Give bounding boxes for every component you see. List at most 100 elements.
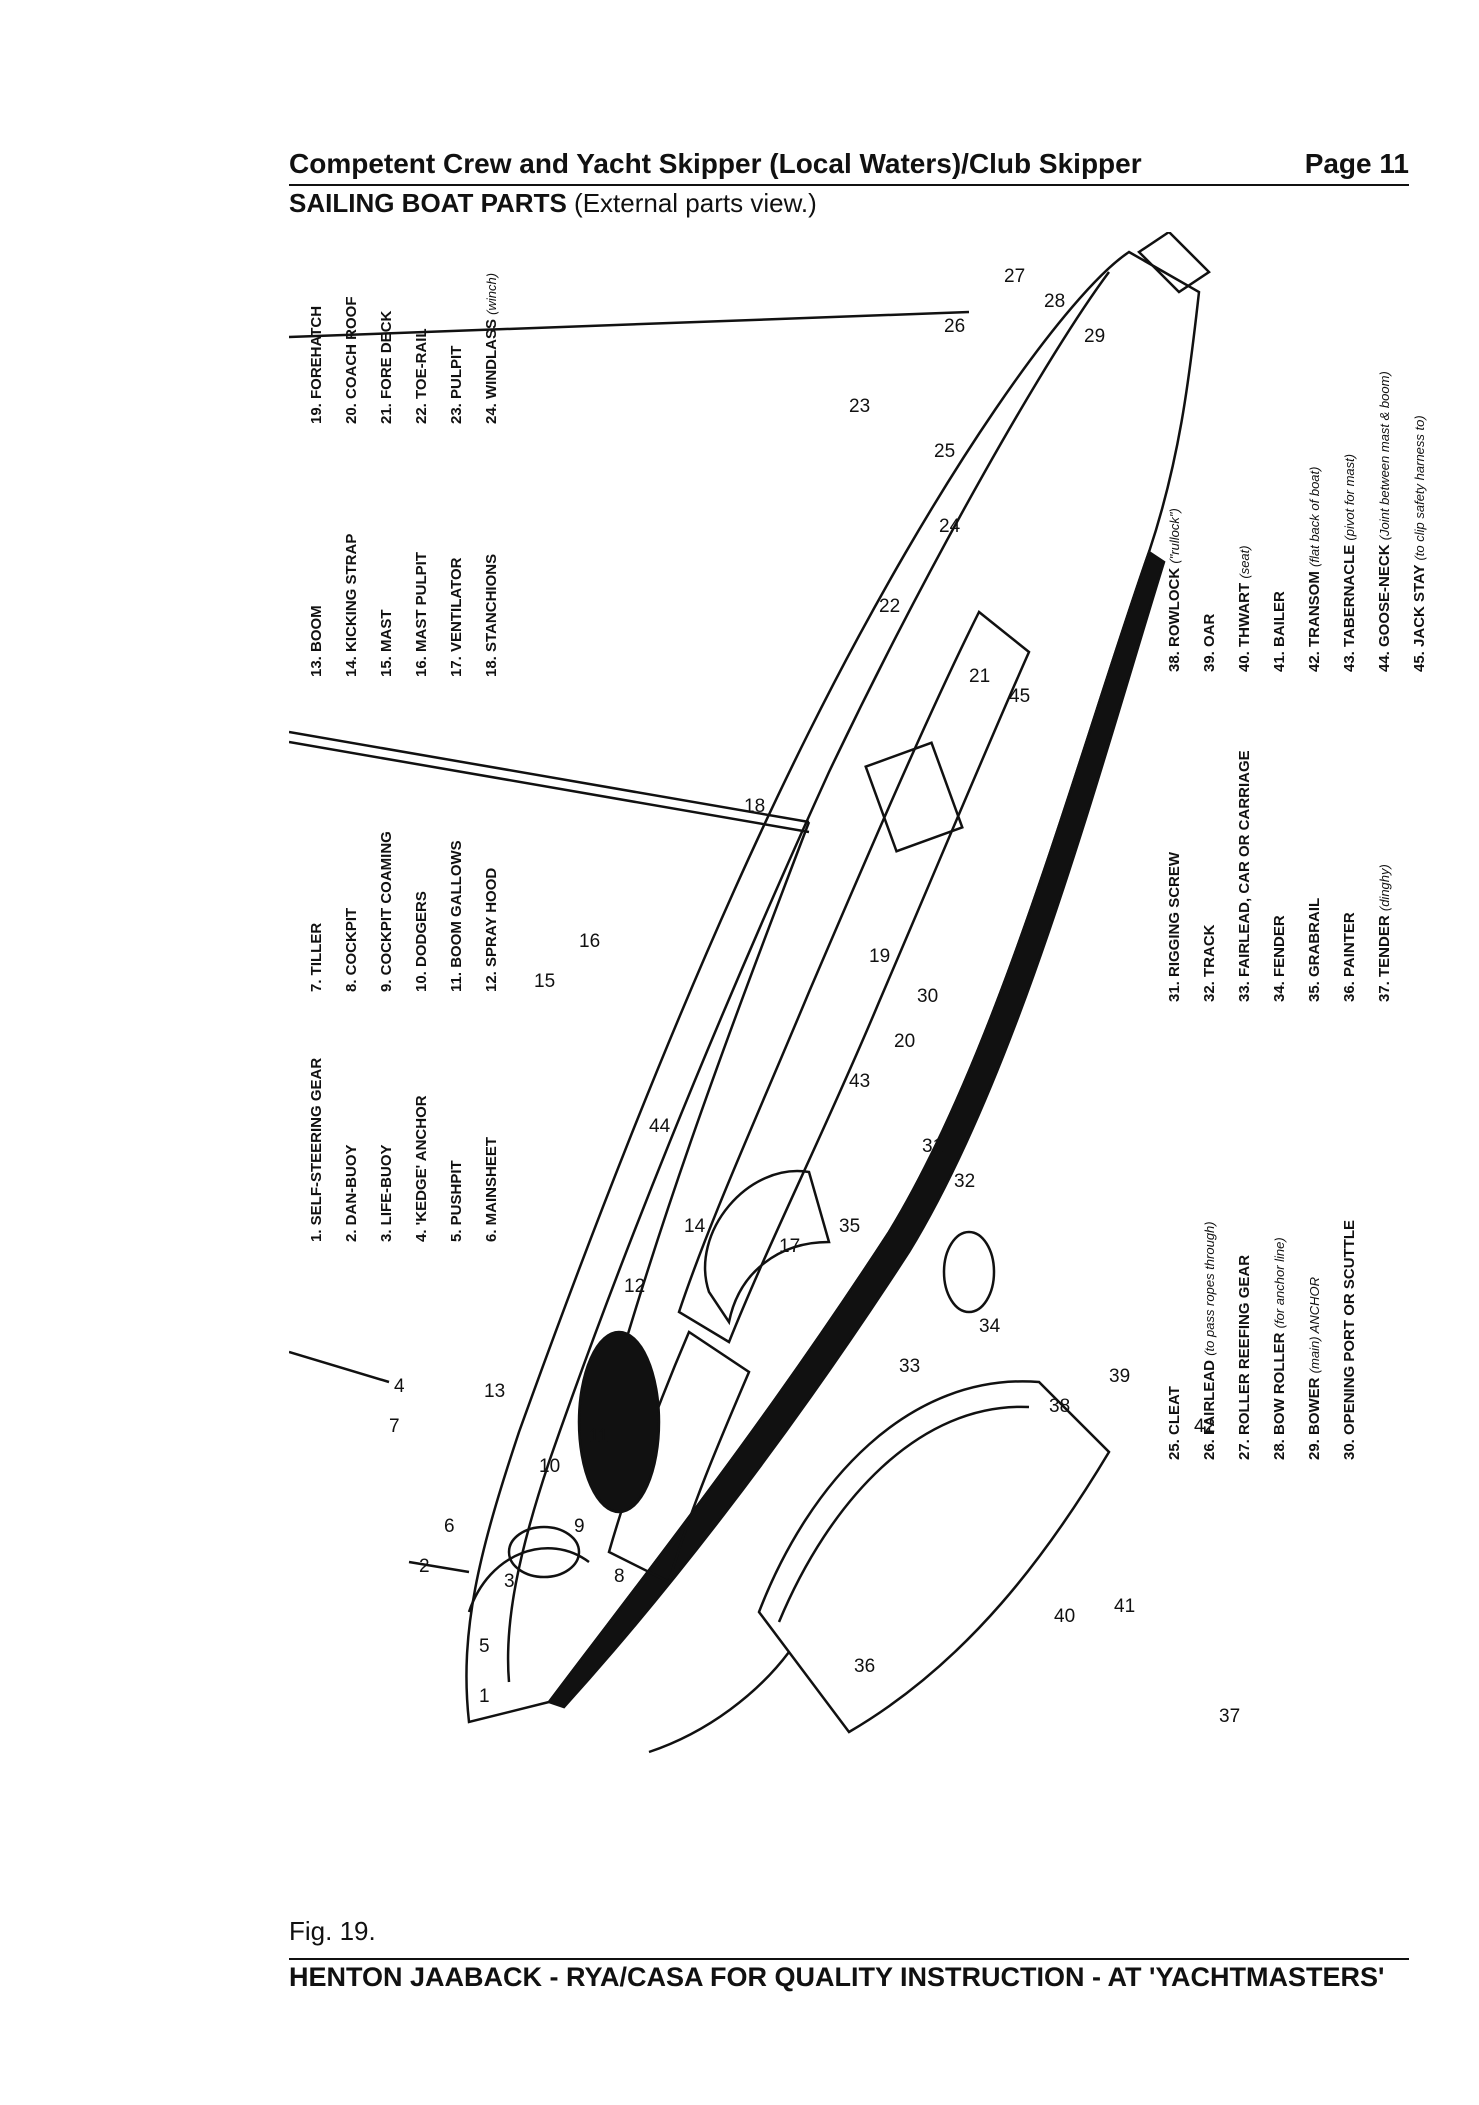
crew-person (577, 1330, 661, 1514)
callout-33: 33 (899, 1356, 920, 1377)
document-footer: HENTON JAABACK - RYA/CASA FOR QUALITY IN… (289, 1962, 1385, 1992)
legend-item: 16. MAST PULPIT (413, 551, 430, 677)
legend-item: 37. TENDER (dinghy) (1376, 864, 1393, 1002)
legend-item: 10. DODGERS (413, 891, 430, 992)
legend-item: 24. WINDLASS (winch) (483, 272, 500, 424)
callout-44: 44 (649, 1116, 671, 1137)
legend-item: 25. CLEAT (1166, 1386, 1183, 1460)
figure-caption: Fig. 19. (289, 1916, 376, 1946)
legend-item: 39. OAR (1201, 613, 1218, 672)
callout-14: 14 (684, 1216, 706, 1237)
page-number: Page 11 (1304, 148, 1409, 179)
legend-item: 15. MAST (378, 609, 395, 677)
legend-group-3: 13. BOOM 14. KICKING STRAP 15. MAST 16. … (299, 534, 509, 677)
callout-21: 21 (969, 666, 990, 687)
legend-item: 22. TOE-RAIL (413, 328, 430, 424)
callout-2: 2 (419, 1556, 430, 1577)
callout-30: 30 (917, 986, 938, 1007)
legend-group-1: 1. SELF-STEERING GEAR 2. DAN-BUOY 3. LIF… (299, 1058, 509, 1242)
legend-group-4: 19. FOREHATCH 20. COACH ROOF 21. FORE DE… (299, 273, 509, 424)
life-buoy (507, 1525, 581, 1579)
callout-9: 9 (574, 1516, 585, 1537)
callout-6: 6 (444, 1516, 455, 1537)
callout-34: 34 (979, 1316, 1001, 1337)
mast (289, 730, 810, 824)
callout-42: 42 (1194, 1416, 1215, 1437)
callout-1: 1 (479, 1686, 490, 1707)
forehatch (864, 741, 964, 853)
legend-item: 19. FOREHATCH (308, 305, 325, 424)
legend-item: 8. COCKPIT (343, 907, 360, 992)
header-title: Competent Crew and Yacht Skipper (Local … (289, 148, 1142, 179)
legend-item: 32. TRACK (1201, 924, 1218, 1002)
callout-39: 39 (1109, 1366, 1130, 1387)
legend-item: 17. VENTILATOR (448, 557, 465, 677)
callout-35: 35 (839, 1216, 860, 1237)
legend-item: 11. BOOM GALLOWS (448, 840, 465, 992)
legend-item: 33. FAIRLEAD, CAR OR CARRIAGE (1236, 750, 1253, 1002)
legend-group-6: 31. RIGGING SCREW 32. TRACK 33. FAIRLEAD… (1157, 750, 1402, 1002)
callout-27: 27 (1004, 266, 1025, 287)
callout-4: 4 (394, 1376, 405, 1397)
callout-31: 31 (922, 1136, 943, 1157)
callout-43: 43 (849, 1071, 870, 1092)
callout-38: 38 (1049, 1396, 1070, 1417)
callout-7: 7 (389, 1416, 400, 1437)
boat-illustration: 1 2 3 4 5 6 7 8 9 10 11 12 13 14 15 16 1… (289, 232, 1240, 1754)
callout-22: 22 (879, 596, 900, 617)
legend-item: 14. KICKING STRAP (343, 533, 360, 677)
painter-line (648, 1651, 790, 1754)
legend-item: 38. ROWLOCK ("rullock") (1166, 508, 1183, 672)
yacht-hull-outline (465, 250, 1201, 1724)
callout-5: 5 (479, 1636, 490, 1657)
legend-item: 45. JACK STAY (to clip safety harness to… (1411, 415, 1428, 672)
callout-25: 25 (934, 441, 955, 462)
footer-rule (289, 1958, 1409, 1960)
callout-11: 11 (589, 1426, 609, 1447)
legend-item: 6. MAINSHEET (483, 1136, 500, 1242)
legend-item: 27. ROLLER REEFING GEAR (1236, 1254, 1253, 1460)
spray-hood (703, 1169, 831, 1326)
callout-29: 29 (1084, 326, 1105, 347)
callout-3: 3 (504, 1571, 515, 1592)
header-rule (289, 184, 1409, 186)
deck-line (506, 271, 1111, 1683)
legend-item: 3. LIFE-BUOY (378, 1144, 395, 1242)
legend-item: 36. PAINTER (1341, 912, 1358, 1002)
callout-17: 17 (779, 1236, 800, 1257)
callout-10: 10 (539, 1456, 560, 1477)
callout-37: 37 (1219, 1706, 1240, 1727)
tender-dinghy (757, 1380, 1111, 1734)
callout-18: 18 (744, 796, 765, 817)
fender (942, 1230, 996, 1314)
legend-item: 7. TILLER (308, 922, 325, 992)
legend-item: 41. BAILER (1271, 591, 1288, 672)
legend-item: 44. GOOSE-NECK (Joint between mast & boo… (1376, 371, 1393, 672)
legend-item: 29. BOWER (main) ANCHOR (1306, 1277, 1323, 1460)
legend-item: 34. FENDER (1271, 915, 1288, 1002)
legend-item: 42. TRANSOM (flat back of boat) (1306, 466, 1323, 672)
legend-item: 1. SELF-STEERING GEAR (308, 1057, 325, 1242)
legend-item: 31. RIGGING SCREW (1166, 851, 1183, 1002)
legend-item: 35. GRABRAIL (1306, 897, 1323, 1002)
callout-23: 23 (849, 396, 870, 417)
legend-item: 26. FAIRLEAD (to pass ropes through) (1201, 1221, 1218, 1460)
legend-item: 12. SPRAY HOOD (483, 867, 500, 992)
callout-8: 8 (614, 1566, 625, 1587)
legend-group-5: 25. CLEAT 26. FAIRLEAD (to pass ropes th… (1157, 1220, 1367, 1460)
section-title: SAILING BOAT PARTS (External parts view.… (289, 188, 817, 219)
pushpit (467, 1547, 590, 1613)
legend-group-7: 38. ROWLOCK ("rullock") 39. OAR 40. THWA… (1157, 371, 1437, 672)
legend-item: 9. COCKPIT COAMING (378, 831, 395, 992)
callout-26: 26 (944, 316, 965, 337)
legend-item: 5. PUSHPIT (448, 1160, 465, 1242)
legend-item: 40. THWART (seat) (1236, 545, 1253, 672)
callout-36: 36 (854, 1656, 875, 1677)
legend-group-2: 7. TILLER 8. COCKPIT 9. COCKPIT COAMING … (299, 831, 509, 992)
callout-13: 13 (484, 1381, 505, 1402)
legend-item: 18. STANCHIONS (483, 553, 500, 677)
legend-item: 23. PULPIT (448, 345, 465, 424)
legend-item: 4. 'KEDGE' ANCHOR (413, 1095, 430, 1242)
section-title-rest: (External parts view.) (574, 188, 817, 218)
legend-item: 43. TABERNACLE (pivot for mast) (1341, 453, 1358, 672)
